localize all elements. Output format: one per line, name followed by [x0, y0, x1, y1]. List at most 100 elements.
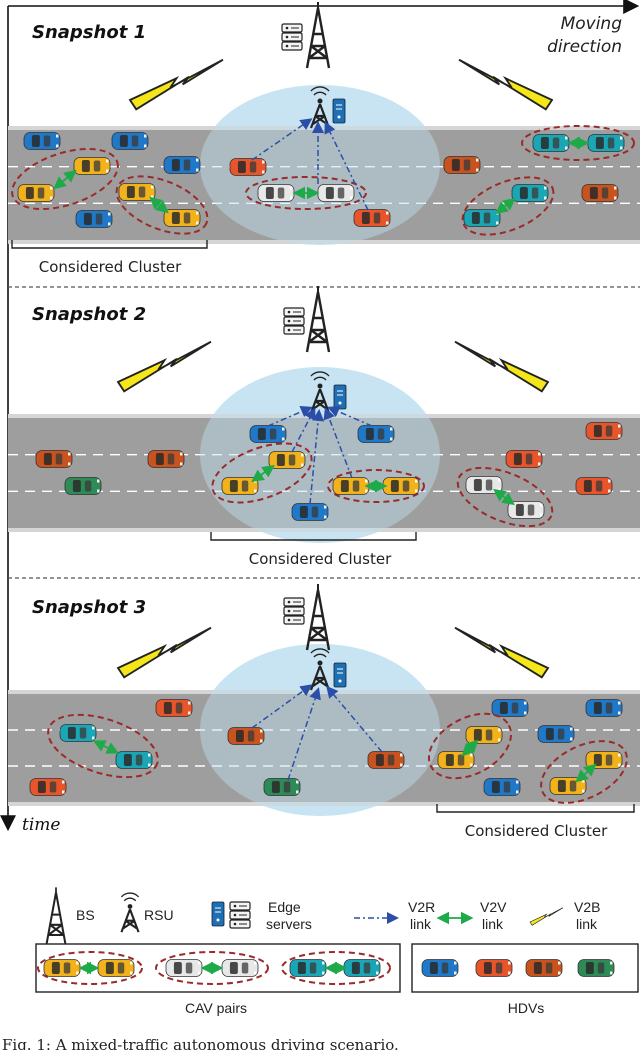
car [585, 751, 623, 769]
car [155, 699, 193, 717]
rsu-icon [309, 371, 331, 414]
cav-pair-ellipse [456, 466, 554, 528]
rsu-icon [309, 648, 331, 691]
snapshot-1: Snapshot 1 Considered Cluster [8, 2, 640, 276]
legend-label: Edge [268, 899, 301, 915]
cav-pairs-box [35, 943, 401, 993]
car [73, 157, 111, 175]
v2v-link [493, 488, 515, 506]
road-edge [8, 240, 640, 244]
cav-pair-ellipse [37, 951, 143, 985]
v2b-lightning-icon [128, 58, 224, 111]
v2r-link [323, 407, 353, 479]
snapshot-title: Snapshot 1 [32, 22, 146, 43]
v2b-lightning-icon [458, 58, 554, 111]
considered-cluster-label: Considered Cluster [249, 550, 392, 568]
legend-label: link [482, 916, 504, 932]
v2r-link [324, 121, 369, 211]
v2v-link [149, 196, 169, 214]
car [23, 132, 61, 150]
legend-label: BS [76, 907, 95, 923]
v2b-lightning-icon [454, 340, 550, 393]
car [537, 725, 575, 743]
edge-server-stack-icon [281, 23, 303, 51]
car [575, 477, 613, 495]
car [505, 450, 543, 468]
car [507, 501, 545, 519]
car [163, 209, 201, 227]
car [491, 699, 529, 717]
edge-server-stack-icon [229, 901, 251, 929]
car [268, 451, 306, 469]
car [118, 183, 156, 201]
rsu-icon [309, 86, 331, 129]
hdvs-label: HDVs [508, 1000, 545, 1016]
car [532, 134, 570, 152]
v2r-link [291, 407, 316, 453]
moving-direction-label: direction [547, 37, 622, 57]
rsu-coverage-area [200, 85, 440, 245]
considered-cluster-label: Considered Cluster [465, 822, 608, 840]
cav-pair-ellipse [521, 125, 635, 161]
car [111, 132, 149, 150]
car [343, 959, 381, 977]
car [249, 425, 287, 443]
v2b-lightning-icon [116, 340, 212, 393]
car [332, 477, 370, 495]
car [115, 751, 153, 769]
car [163, 156, 201, 174]
base-station-icon [305, 286, 331, 353]
car [437, 751, 475, 769]
v2r-link [309, 409, 325, 505]
cav-pair-ellipse [155, 951, 269, 985]
v2v-link [495, 197, 516, 215]
hdvs-box [411, 943, 639, 993]
car [357, 425, 395, 443]
legend-label: V2R [408, 899, 435, 915]
v2b-lightning-icon [454, 626, 550, 679]
figure-caption: Fig. 1: A mixed-traffic autonomous drivi… [2, 1036, 399, 1050]
v2v-link [575, 763, 597, 783]
snapshot-title: Snapshot 3 [32, 597, 146, 618]
legend-label: RSU [144, 907, 174, 923]
car [465, 726, 503, 744]
v2b-lightning-icon [116, 626, 212, 679]
base-station-icon [45, 887, 67, 944]
edge-server-icon [333, 662, 347, 688]
v2v-link [53, 169, 77, 190]
car [587, 134, 625, 152]
car [97, 959, 135, 977]
rsu-coverage-area [200, 644, 440, 816]
car [289, 959, 327, 977]
considered-cluster-label: Considered Cluster [39, 258, 182, 276]
car [29, 778, 67, 796]
v2r-link [251, 118, 313, 161]
car [291, 503, 329, 521]
legend-label: servers [266, 916, 312, 932]
car [465, 476, 503, 494]
car [443, 156, 481, 174]
legend-label: V2V [480, 899, 507, 915]
edge-server-icon [332, 98, 346, 124]
v2r-link [287, 687, 321, 781]
car [549, 777, 587, 795]
v2r-link [327, 406, 373, 427]
edge-server-stack-icon [283, 307, 305, 335]
cav-pair-ellipse [211, 442, 313, 504]
v2r-link [251, 684, 313, 729]
snapshot-3: Snapshot 3 Considered Cluster [8, 584, 640, 840]
car [229, 158, 267, 176]
legend-label: link [410, 916, 432, 932]
car [475, 959, 513, 977]
cav-pair-ellipse [540, 740, 628, 804]
v2r-link [267, 406, 313, 427]
road-edge [8, 690, 640, 694]
car [525, 959, 563, 977]
cav-pair-ellipse [115, 175, 209, 235]
v2b-lightning-icon [529, 907, 564, 926]
time-axis-label: time [22, 815, 60, 835]
v2v-link [92, 740, 120, 754]
rsu-icon [120, 892, 140, 933]
